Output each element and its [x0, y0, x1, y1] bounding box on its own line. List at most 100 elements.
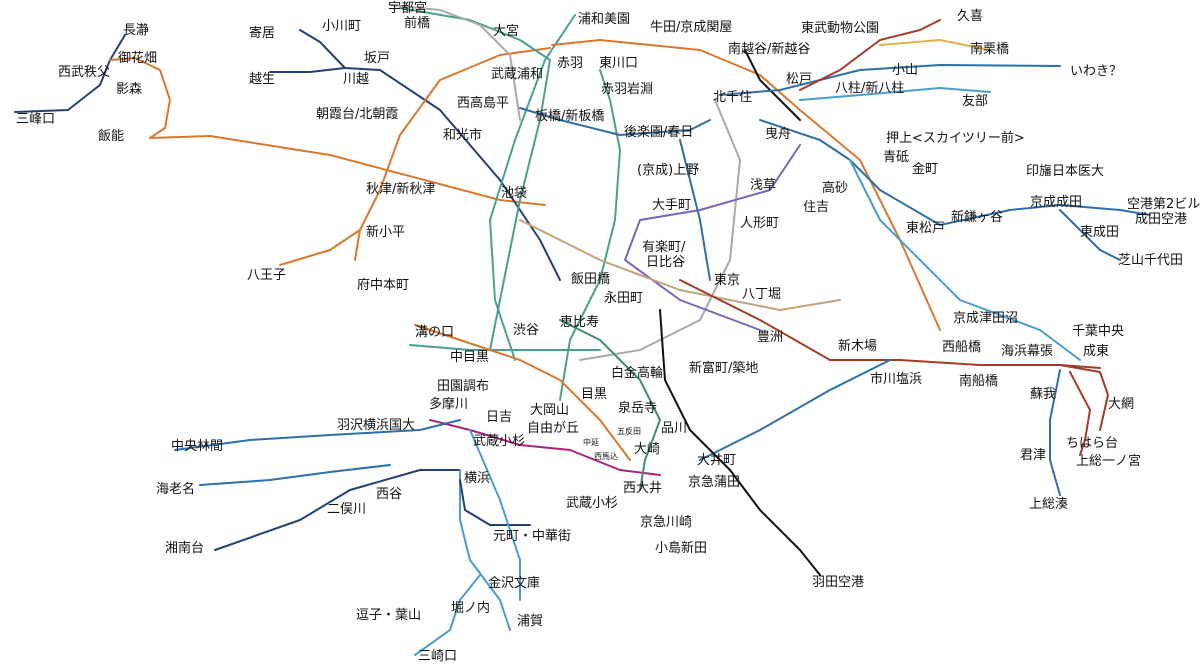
station-shirokane: 白金高輪 [611, 366, 664, 381]
station-shibayama: 芝山千代田 [1118, 253, 1184, 268]
station-misakiguchi: 三崎口 [418, 649, 458, 664]
line-uchibo [1049, 369, 1061, 496]
station-gyuda: 牛田/京成関屋 [650, 20, 733, 35]
station-kita-senju: 北千住 [713, 90, 753, 105]
station-musashi-kosugi-1: 武蔵小杉 [473, 434, 526, 449]
station-akabane-iwabuchi: 赤羽岩淵 [601, 82, 654, 97]
line-sotobo [1069, 371, 1091, 456]
station-maebashi: 前橋 [404, 16, 431, 31]
station-kuki: 久喜 [957, 9, 984, 24]
station-nishioi: 西大井 [623, 481, 663, 496]
station-oimachi: 大井町 [697, 453, 737, 468]
station-omiya: 大宮 [493, 24, 520, 39]
station-ogose: 越生 [249, 72, 276, 87]
station-shintomicho: 新富町/築地 [689, 361, 759, 376]
station-kanamachi: 金町 [912, 162, 939, 177]
station-nishi-funabashi: 西船橋 [942, 340, 982, 355]
station-otemachi: 大手町 [652, 198, 692, 213]
station-seibu-chichibu: 西武秩父 [58, 65, 111, 80]
station-sengakuji: 泉岳寺 [618, 401, 658, 416]
station-kaihin-makuhari: 海浜幕張 [1001, 344, 1054, 359]
station-uraga: 浦賀 [517, 614, 544, 629]
station-chiharadai: ちはら台 [1066, 436, 1119, 451]
station-oshiage: 押上<スカイツリー前> [886, 131, 1025, 146]
station-naka-nobu: 中延 [583, 438, 599, 447]
station-futamatagawa: 二俣川 [327, 502, 367, 517]
station-denenchofu: 田園調布 [437, 379, 490, 394]
station-oami: 大網 [1108, 397, 1135, 412]
station-utsunomiya: 宇都宮 [388, 1, 428, 16]
line-tobu-tojo [299, 29, 561, 281]
line-kubo [879, 39, 991, 51]
station-itabashi: 板橋/新板橋 [535, 109, 605, 124]
line-tohoku [551, 39, 941, 331]
station-ichikawa-shiohama: 市川塩浜 [870, 372, 923, 387]
station-narita-airport: 成田空港 [1135, 212, 1188, 227]
station-ebisu: 恵比寿 [560, 315, 600, 330]
station-higashi-matsudo: 東松戸 [906, 221, 946, 236]
line-chiyoda [799, 87, 991, 101]
line-seibu-chichibu [14, 34, 126, 113]
station-chuo-rinkan: 中央林間 [171, 439, 224, 454]
line-joban [719, 64, 1061, 96]
line-meguro-tamagawa [429, 419, 661, 476]
station-yabashira: 八柱/新八柱 [835, 81, 905, 96]
line-tsukuba [744, 49, 801, 121]
station-tobu-zoo: 東武動物公園 [801, 21, 880, 36]
station-kawagoe: 川越 [343, 72, 370, 87]
station-minami-kurihashi: 南栗橋 [970, 42, 1010, 57]
station-urawa-misono: 浦和美園 [578, 12, 631, 27]
station-akabane: 赤羽 [557, 56, 584, 71]
station-keikyu-kawasaki: 京急川崎 [640, 515, 693, 530]
station-soga: 蘇我 [1030, 387, 1057, 402]
line-tokyu-den [414, 324, 631, 461]
station-nagatoro: 長瀞 [123, 23, 150, 38]
station-tamagawa: 多摩川 [429, 397, 469, 412]
station-musashi-urawa: 武蔵浦和 [491, 67, 544, 82]
station-nishi-magome: 西馬込 [594, 452, 618, 461]
line-hibiya [579, 99, 741, 361]
line-nanboku [559, 69, 621, 401]
line-kanazawa [469, 429, 521, 601]
station-zushi: 逗子・葉山 [356, 608, 422, 623]
line-mita [519, 107, 711, 136]
line-shinkodaira [279, 229, 361, 266]
station-yokohama: 横浜 [464, 471, 491, 486]
line-seibu-ikebukuro [149, 135, 546, 206]
line-sotetsu-ebina [199, 464, 391, 486]
station-minami-funabashi: 南船橋 [959, 374, 999, 389]
station-kanazawa-bunko: 金沢文庫 [488, 576, 541, 591]
station-ningyocho: 人形町 [740, 216, 780, 231]
station-hanno: 飯能 [98, 129, 125, 144]
station-hibiya: 日比谷 [646, 255, 686, 270]
station-yorii: 寄居 [249, 26, 276, 41]
station-shin-kiba: 新木場 [838, 339, 878, 354]
line-rinkai [699, 359, 891, 461]
line-hanzomon [624, 144, 801, 331]
line-keikyu-airport [659, 309, 821, 576]
station-haneda: 羽田空港 [812, 575, 865, 590]
station-kagemori: 影森 [116, 82, 143, 97]
station-wakoshi: 和光市 [443, 128, 483, 143]
line-minatomirai [459, 479, 531, 526]
line-asakusa [559, 319, 661, 491]
station-higashi-narita: 東成田 [1080, 225, 1120, 240]
line-keikyu-main [459, 469, 511, 631]
station-naruto: 成東 [1083, 344, 1110, 359]
station-hazawa: 羽沢横浜国大 [337, 418, 416, 433]
station-keisei-ueno: (京成)上野 [637, 163, 700, 178]
line-narita-sky [849, 159, 1081, 361]
station-korakuen: 後楽園/春日 [624, 125, 694, 140]
station-hiyoshi: 日吉 [486, 410, 513, 425]
station-higashi-kawaguchi: 東川口 [599, 56, 639, 71]
station-kojima-shinden: 小島新田 [655, 541, 708, 556]
station-sumiyoshi: 住吉 [803, 200, 830, 215]
station-airport-2: 空港第2ビル [1127, 197, 1200, 212]
station-aoto: 青砥 [883, 150, 910, 165]
station-fuchuhonmachi: 府中本町 [357, 278, 410, 293]
line-keiyo-branch [1059, 364, 1109, 431]
station-hori-no-uchi: 堀ノ内 [451, 601, 491, 616]
station-chiba-chuo: 千葉中央 [1072, 324, 1125, 339]
station-tomobe: 友部 [962, 94, 989, 109]
station-ebina: 海老名 [156, 482, 196, 497]
